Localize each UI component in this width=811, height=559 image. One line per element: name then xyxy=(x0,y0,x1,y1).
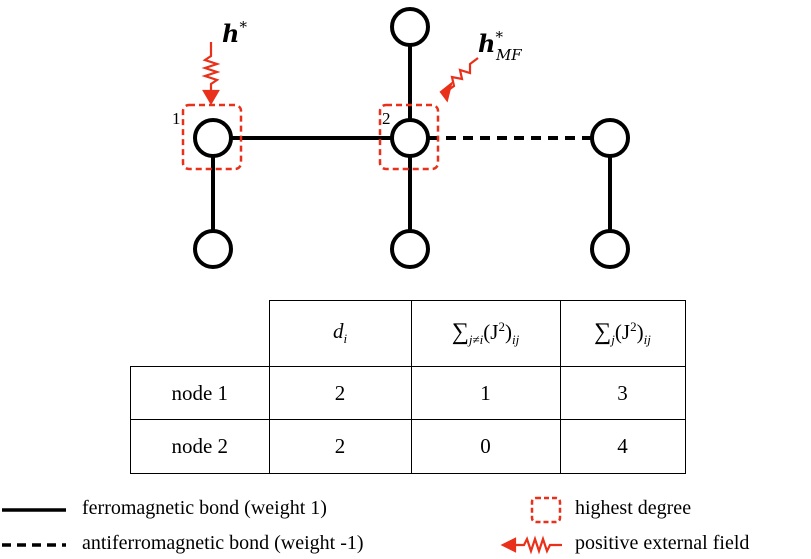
table-row: node 2 2 0 4 xyxy=(130,419,686,474)
cell-degree: 2 xyxy=(268,366,412,420)
table-row: node 1 2 1 3 xyxy=(130,366,686,420)
highest-degree-box-1 xyxy=(181,103,243,171)
node-1-index: 1 xyxy=(172,109,181,128)
row-label: node 2 xyxy=(130,419,270,474)
legend-field-label: positive external field xyxy=(575,532,750,554)
legend-field-arrow xyxy=(500,535,562,555)
legend-highest-degree-label: highest degree xyxy=(575,497,692,519)
cell-full: 4 xyxy=(559,419,686,474)
node-bottom-left xyxy=(193,229,233,269)
table-header-row: di ∑j≠i(J2)ij ∑j(J2)ij xyxy=(130,300,686,367)
ferromagnetic-edges xyxy=(211,46,612,230)
row-label: node 1 xyxy=(130,366,270,420)
node-2 xyxy=(390,118,430,158)
node-right xyxy=(590,118,630,158)
legend-ferromagnetic-label: ferromagnetic bond (weight 1) xyxy=(82,497,327,519)
legend-highest-degree-box xyxy=(530,496,562,524)
graph-nodes xyxy=(193,7,630,269)
header-full-sum: ∑j(J2)ij xyxy=(559,300,686,367)
header-offdiag-sum: ∑j≠i(J2)ij xyxy=(410,300,561,367)
legend-antiferromagnetic-label: antiferromagnetic bond (weight -1) xyxy=(82,532,364,554)
node-1 xyxy=(193,118,233,158)
field-arrow-2 xyxy=(439,57,479,103)
cell-degree: 2 xyxy=(268,419,412,474)
highest-degree-box-2 xyxy=(378,103,440,171)
cell-offdiag: 0 xyxy=(410,419,561,474)
node-bottom-right xyxy=(590,229,630,269)
degree-table: di ∑j≠i(J2)ij ∑j(J2)ij node 1 2 1 3 node… xyxy=(130,300,686,474)
cell-offdiag: 1 xyxy=(410,366,561,420)
field-label-1: h* xyxy=(222,18,247,48)
node-2-index: 2 xyxy=(382,109,391,128)
table-corner xyxy=(130,300,270,367)
cell-full: 3 xyxy=(559,366,686,420)
degree-table-container: di ∑j≠i(J2)ij ∑j(J2)ij node 1 2 1 3 node… xyxy=(130,300,686,474)
field-arrow-1 xyxy=(201,42,221,106)
node-bottom-middle xyxy=(390,229,430,269)
node-top xyxy=(390,7,430,47)
header-degree: di xyxy=(268,300,412,367)
field-label-2: h*MF xyxy=(478,28,522,64)
